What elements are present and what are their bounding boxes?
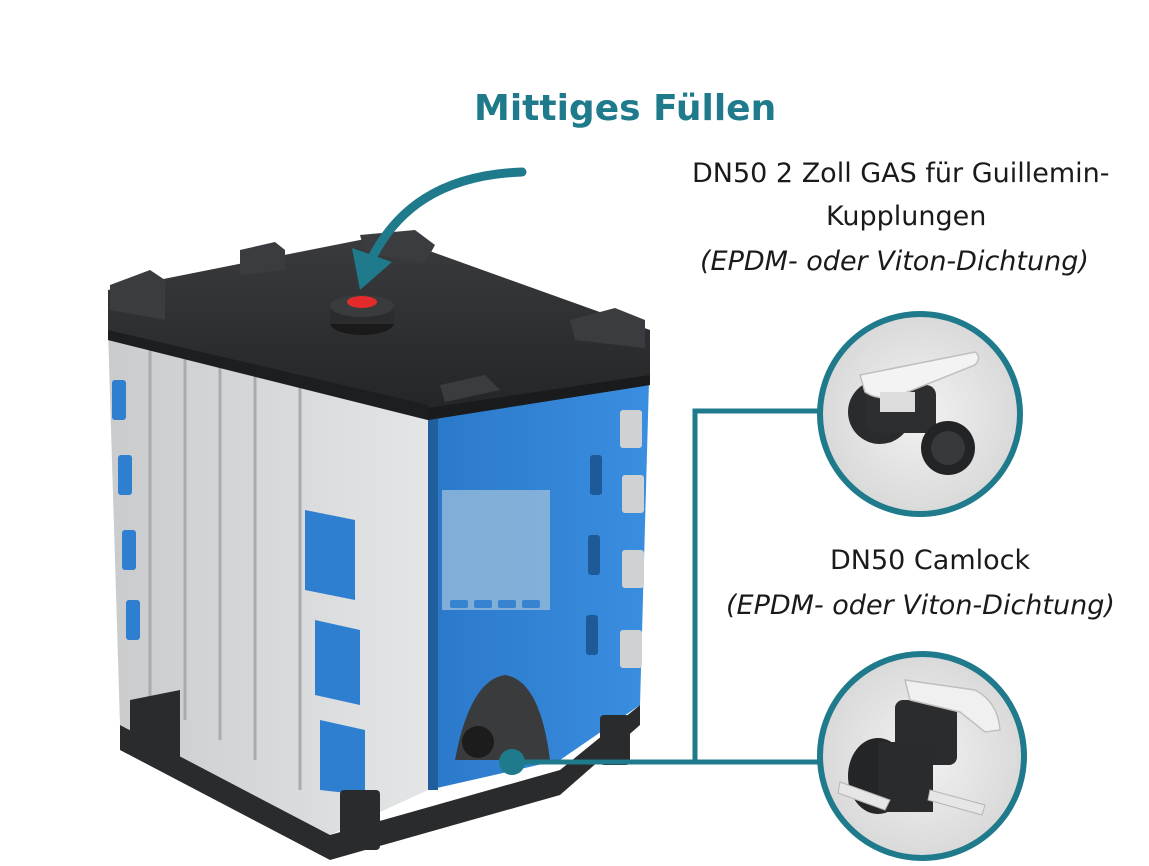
tank-pallet [120,690,640,860]
connector-lines [512,408,830,765]
fitting-1-seal: (EPDM- oder Viton-Dichtung) [700,246,1089,277]
fitting-2-line-1: DN50 Camlock [830,545,1031,576]
level-window [442,490,550,610]
butterfly-valve-guillemin-icon [817,311,1023,517]
fitting-1-line-2: Kupplungen [826,201,987,232]
tank-side-ribs [148,345,302,790]
fitting-1-line-1: DN50 2 Zoll GAS für Guillemin- [692,158,1110,189]
tank-side-panel [108,330,428,835]
fitting-2-seal: (EPDM- oder Viton-Dichtung) [726,590,1115,621]
fill-cap [330,295,394,335]
tank-front-panel [428,345,650,790]
butterfly-valve-camlock-icon [817,651,1027,861]
connector-dot [499,749,525,775]
curved-arrow-icon [352,167,527,290]
page-title: Mittiges Füllen [474,88,777,129]
